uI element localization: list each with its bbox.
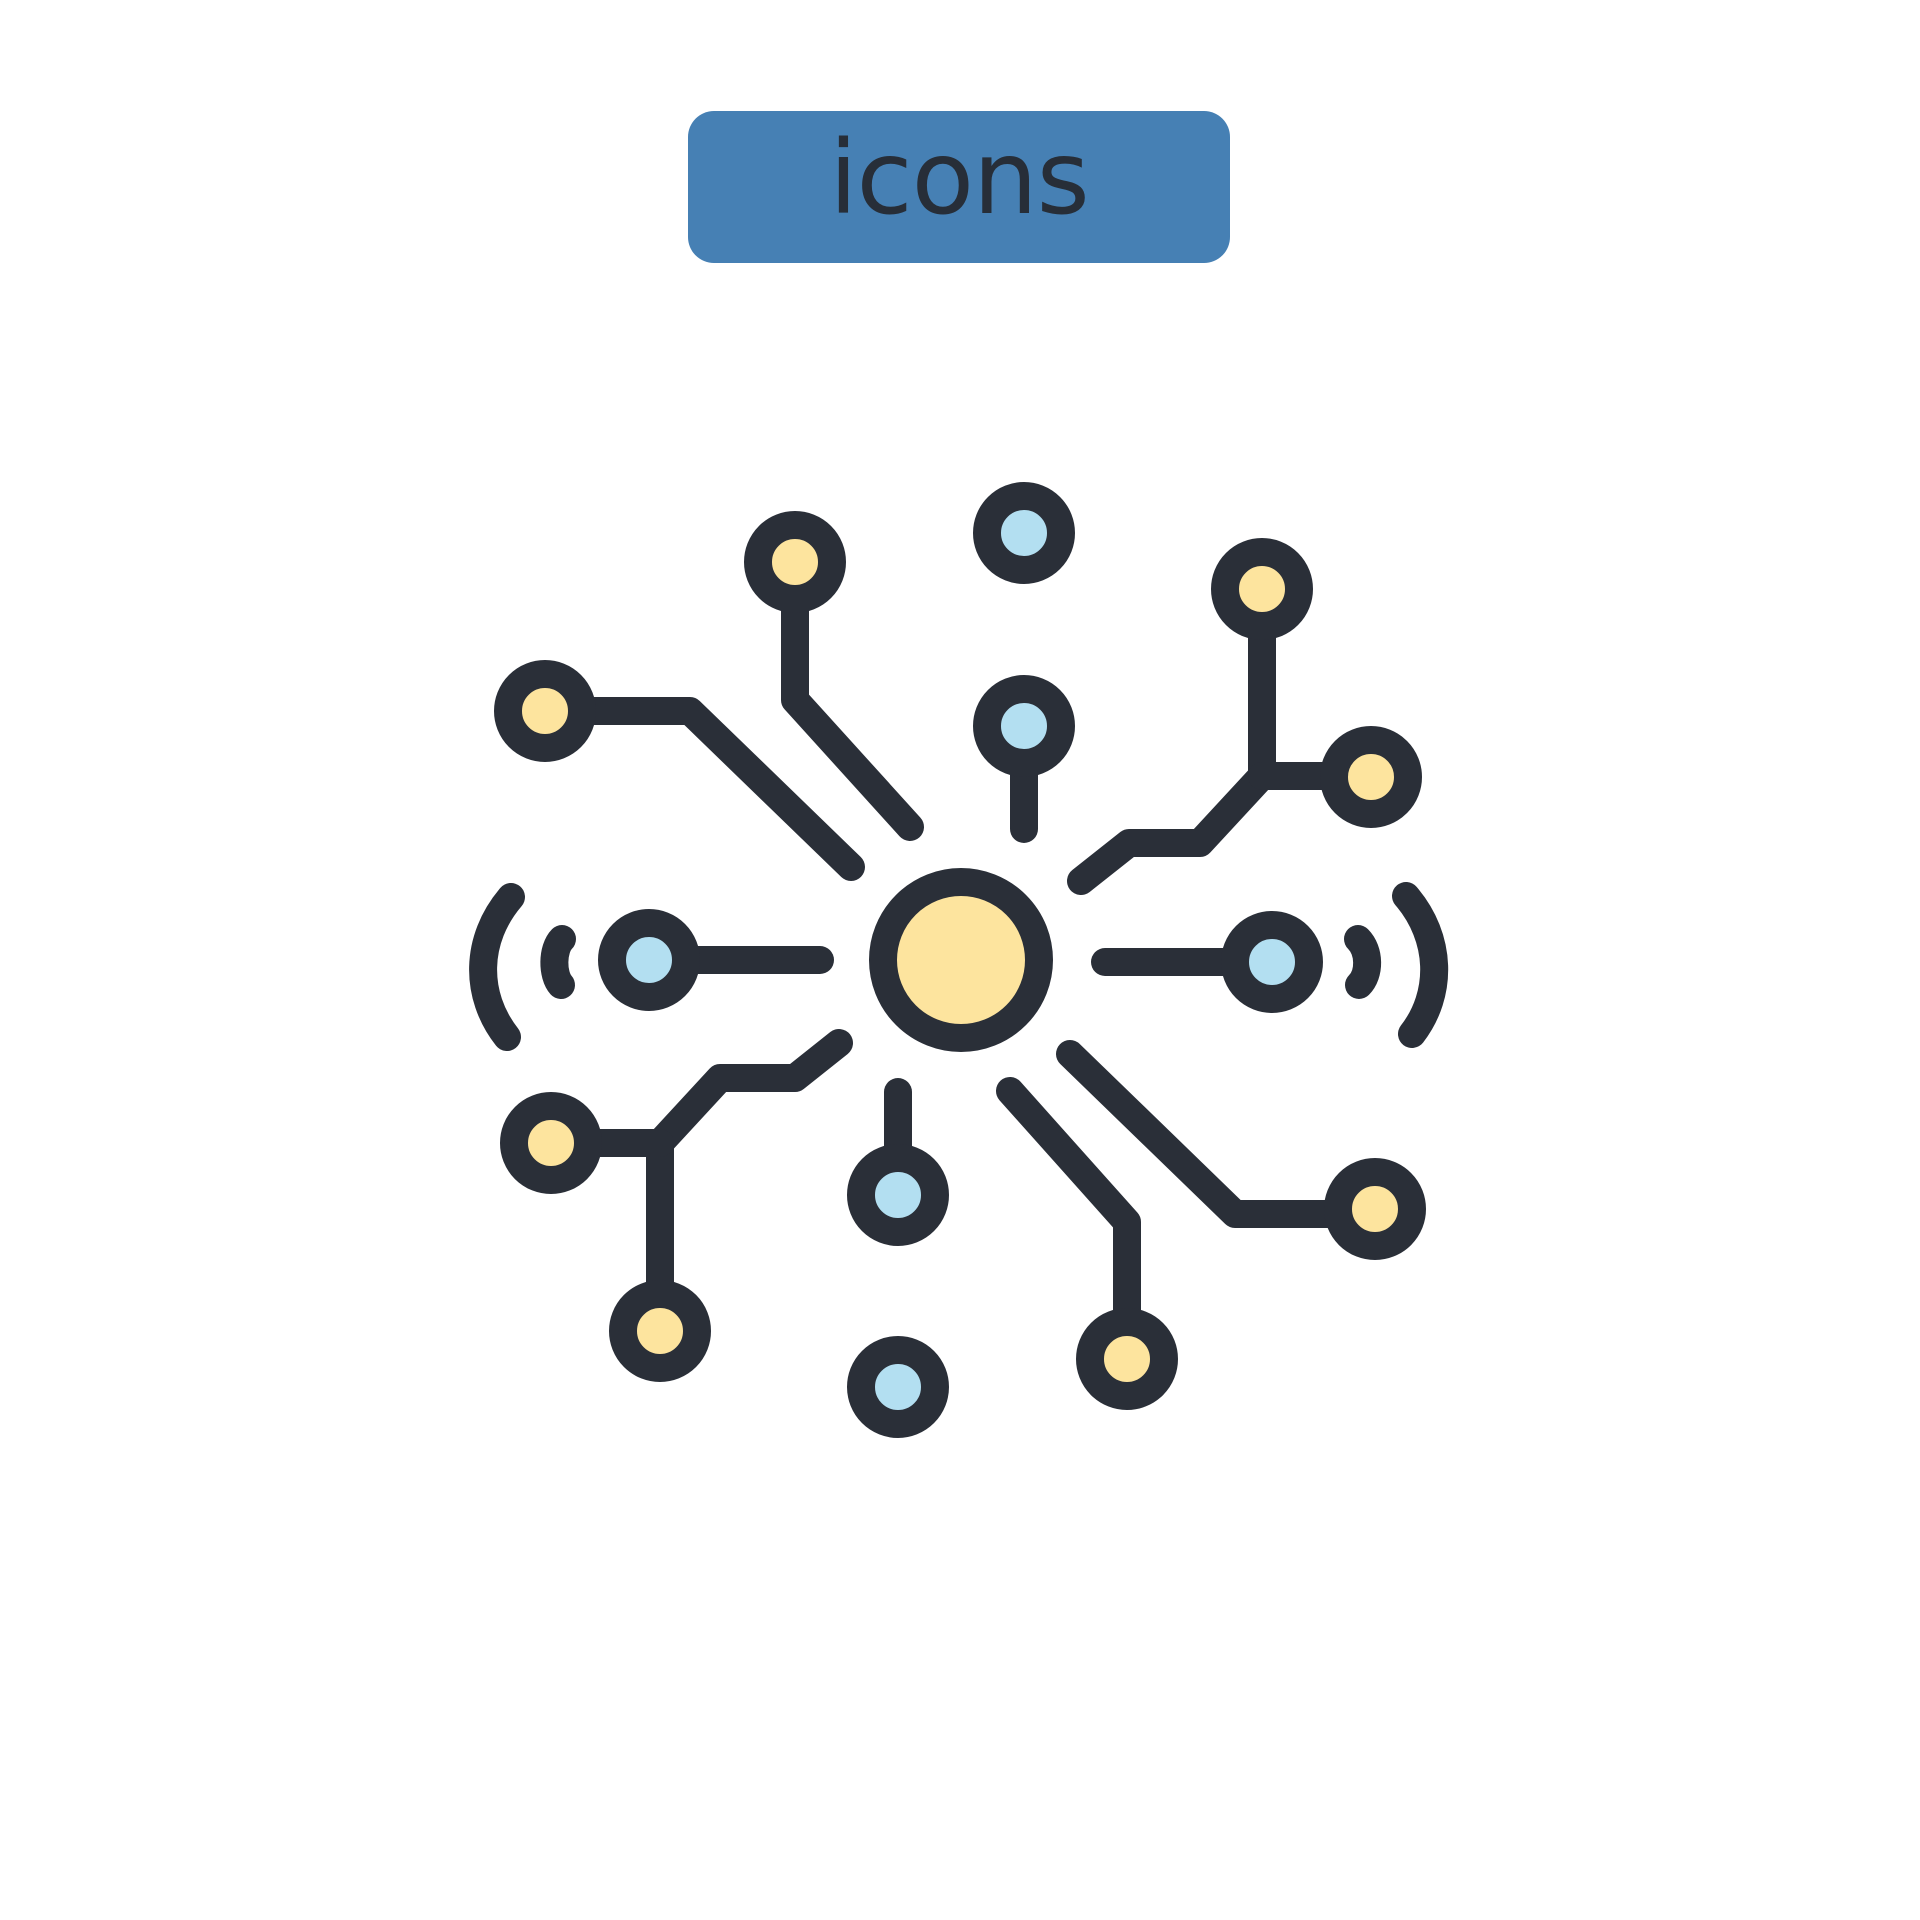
connector-top	[781, 586, 924, 841]
node-bottom-end	[1076, 1308, 1178, 1410]
node-top-end	[744, 511, 846, 613]
signal-wave-left-inner	[540, 925, 576, 999]
connector-bottom-left	[646, 1029, 853, 1310]
node-top-left-end	[494, 660, 596, 762]
connector-bottom	[996, 1077, 1141, 1334]
badge-label: icons	[829, 119, 1090, 238]
node-top-floating	[973, 482, 1075, 584]
node-bottom-left-branch	[500, 1092, 602, 1194]
connector-top-right	[1067, 613, 1276, 895]
node-bottom-left-end	[609, 1280, 711, 1382]
node-top-center	[973, 675, 1075, 777]
node-top-right-branch	[1320, 726, 1422, 828]
connector-top-left	[568, 697, 865, 881]
node-left	[598, 909, 700, 1011]
node-bottom-floating	[847, 1336, 949, 1438]
signal-wave-right-outer	[1392, 882, 1449, 1048]
node-bottom-center	[847, 1144, 949, 1246]
connector-bottom-right	[1056, 1040, 1347, 1228]
node-top-right-end	[1211, 538, 1313, 640]
central-hub-node	[869, 868, 1053, 1052]
icons-badge: icons	[688, 111, 1230, 263]
signal-wave-left-outer	[469, 883, 525, 1051]
node-right	[1221, 911, 1323, 1013]
node-bottom-right-end	[1324, 1158, 1426, 1260]
signal-wave-right-inner	[1344, 925, 1382, 999]
